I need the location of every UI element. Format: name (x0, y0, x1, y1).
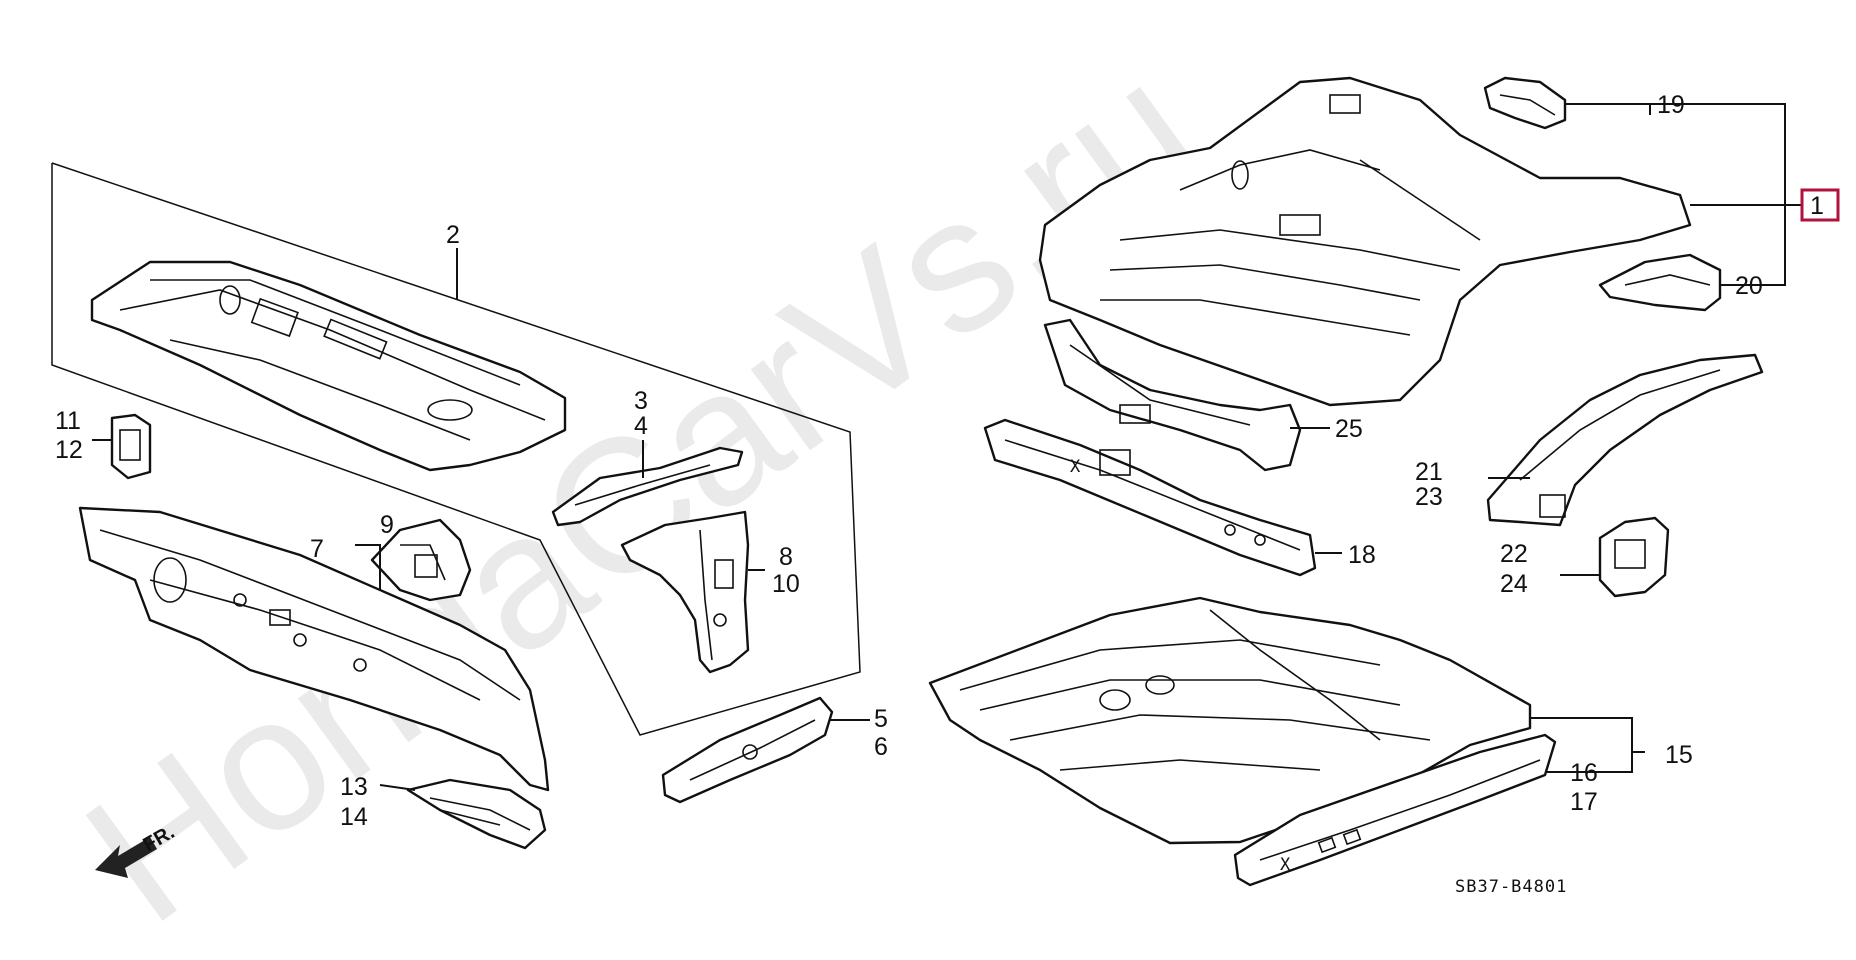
callout-2[interactable]: 2 (446, 221, 460, 249)
part-7-9-bracket[interactable] (370, 518, 472, 602)
callout-25[interactable]: 25 (1335, 415, 1363, 443)
callout-5[interactable]: 5 (874, 705, 888, 733)
part-13-14-shield[interactable] (406, 778, 547, 850)
rail-stamp-x: X (1280, 855, 1291, 875)
part-19-bracket[interactable] (1483, 76, 1567, 130)
part-25-crossmember[interactable] (1043, 318, 1302, 472)
leader-lines (92, 103, 1802, 791)
part-1-rear-floor[interactable] (1038, 76, 1692, 407)
callout-19[interactable]: 19 (1657, 91, 1685, 119)
part-18-sill-member[interactable]: X (983, 418, 1317, 577)
part-20-bracket[interactable] (1598, 253, 1722, 312)
sill-stamp-x: X (1070, 457, 1081, 477)
part-15-front-floor[interactable] (928, 596, 1532, 845)
front-arrow-icon (95, 837, 157, 878)
callout-16[interactable]: 16 (1570, 759, 1598, 787)
part-21-23-rear-frame[interactable] (1486, 353, 1764, 527)
callout-10[interactable]: 10 (772, 570, 800, 598)
callout-22[interactable]: 22 (1500, 540, 1528, 568)
callout-18[interactable]: 18 (1348, 541, 1376, 569)
callout-7[interactable]: 7 (310, 535, 324, 563)
part-8-10-pillar[interactable] (620, 510, 750, 674)
callout-8[interactable]: 8 (779, 543, 793, 571)
callout-20[interactable]: 20 (1735, 272, 1763, 300)
callout-4[interactable]: 4 (634, 412, 648, 440)
callout-1[interactable]: 1 (1810, 192, 1824, 220)
callout-23[interactable]: 23 (1415, 483, 1443, 511)
part-1-highlight-box[interactable] (1800, 188, 1840, 222)
part-22-24-bracket[interactable] (1598, 516, 1670, 598)
callout-13[interactable]: 13 (340, 773, 368, 801)
callout-14[interactable]: 14 (340, 803, 368, 831)
callout-17[interactable]: 17 (1570, 788, 1598, 816)
dashboard-lower-panel[interactable] (78, 506, 550, 792)
part-3-4-bracket[interactable] (551, 446, 744, 527)
diagram-code: SB37-B4801 (1455, 877, 1567, 897)
callout-9[interactable]: 9 (380, 511, 394, 539)
callout-21[interactable]: 21 (1415, 458, 1443, 486)
part-11-12-plate[interactable] (110, 413, 152, 480)
callout-12[interactable]: 12 (55, 436, 83, 464)
callout-11[interactable]: 11 (55, 407, 81, 435)
callout-24[interactable]: 24 (1500, 570, 1528, 598)
part-2-cowl-panel[interactable] (90, 260, 567, 472)
callout-6[interactable]: 6 (874, 733, 888, 761)
part-5-6-bracket[interactable] (661, 696, 834, 804)
callout-labels: 1 2 3 4 5 6 7 8 9 10 11 12 13 14 15 16 1… (55, 91, 1824, 831)
callout-15[interactable]: 15 (1665, 741, 1693, 769)
callout-3[interactable]: 3 (634, 387, 648, 415)
part-16-17-side-rail[interactable]: X (1233, 733, 1557, 887)
assembly-outline (51, 162, 861, 736)
